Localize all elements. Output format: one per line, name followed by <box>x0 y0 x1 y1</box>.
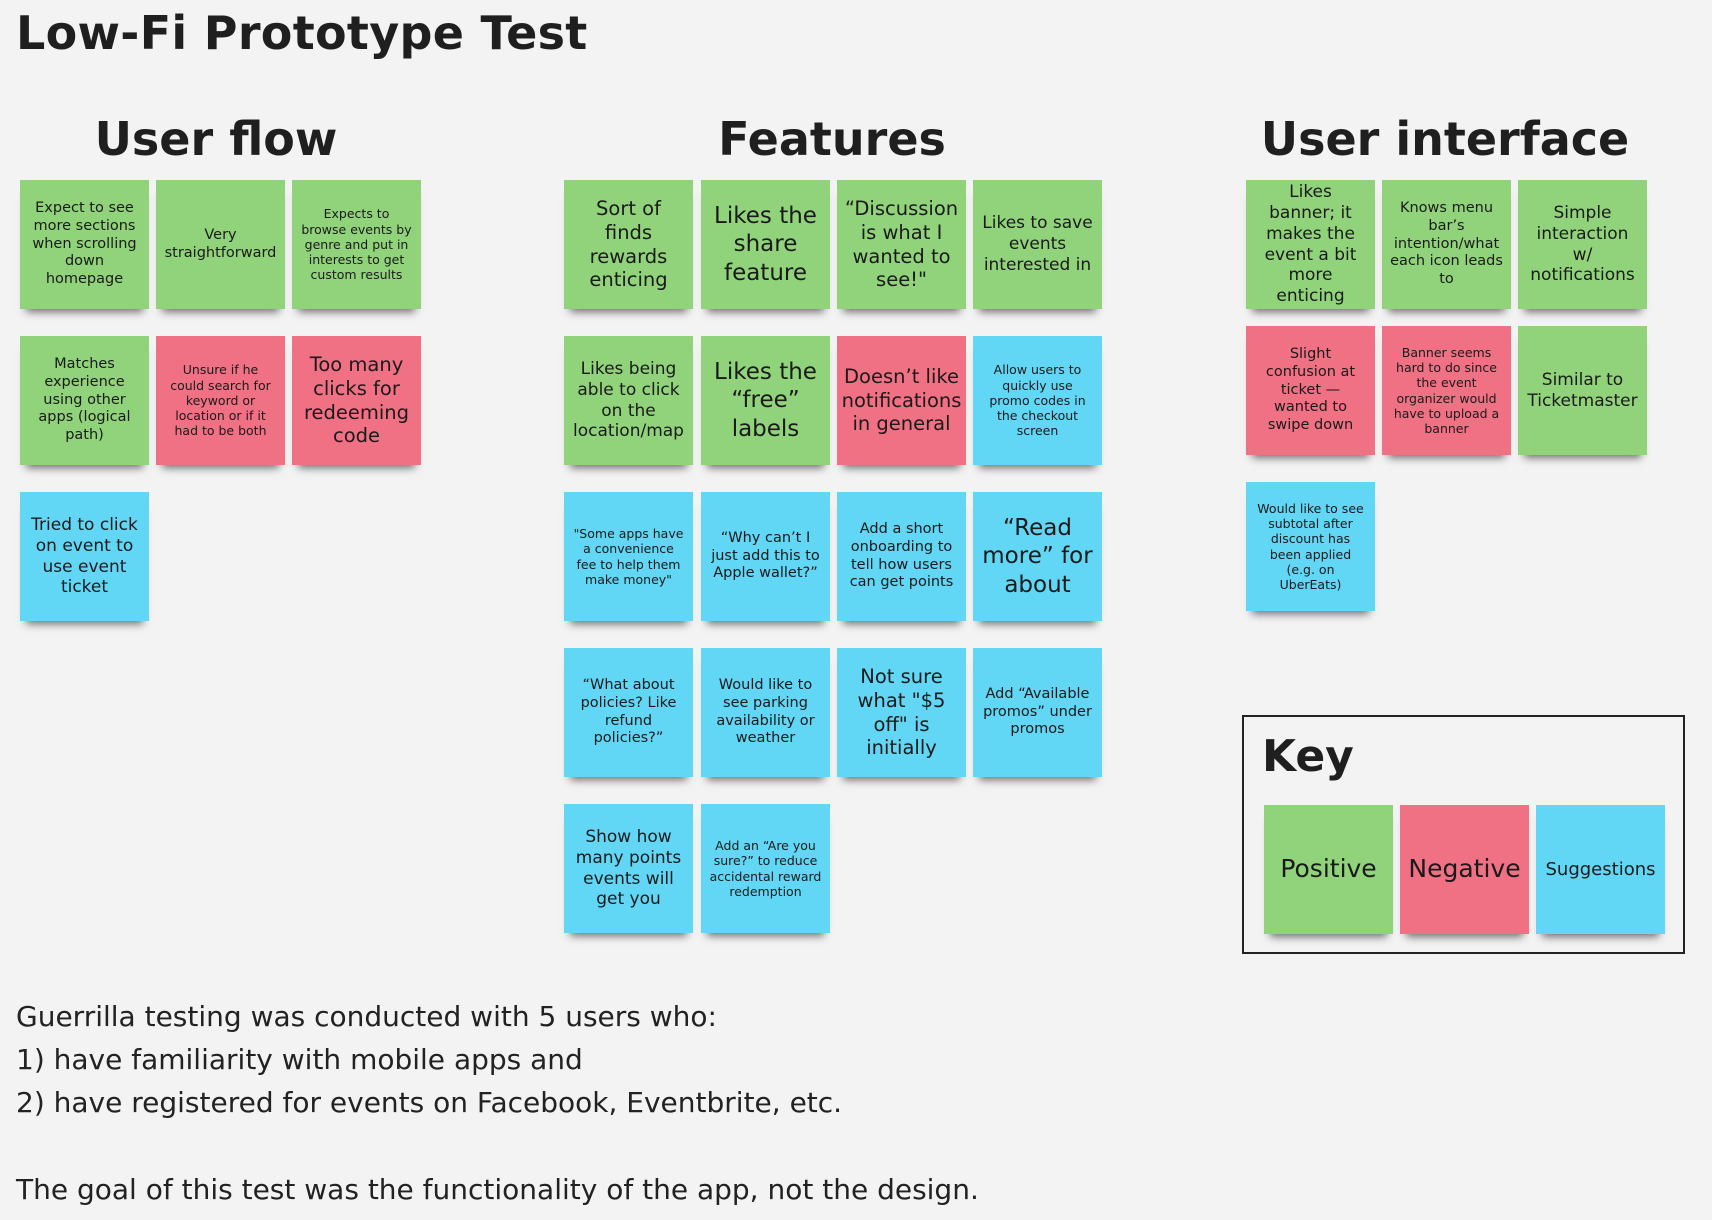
sticky-note[interactable]: Not sure what "$5 off" is initially <box>837 648 966 777</box>
sticky-note[interactable]: "Some apps have a convenience fee to hel… <box>564 492 693 621</box>
sticky-note[interactable]: Would like to see parking availability o… <box>701 648 830 777</box>
sticky-note[interactable]: “What about policies? Like refund polici… <box>564 648 693 777</box>
sticky-note[interactable]: Likes the “free” labels <box>701 336 830 465</box>
sticky-note[interactable]: Add an “Are you sure?” to reduce acciden… <box>701 804 830 933</box>
sticky-note[interactable]: Sort of finds rewards enticing <box>564 180 693 309</box>
sticky-note[interactable]: “Read more” for about <box>973 492 1102 621</box>
key-positive-note: Positive <box>1264 805 1393 934</box>
description-line: The goal of this test was the functional… <box>16 1173 979 1206</box>
sticky-note[interactable]: Banner seems hard to do since the event … <box>1382 326 1511 455</box>
sticky-note[interactable]: Doesn’t like notifications in general <box>837 336 966 465</box>
sticky-note[interactable]: Slight confusion at ticket — wanted to s… <box>1246 326 1375 455</box>
sticky-note[interactable]: Simple interaction w/ notifications <box>1518 180 1647 309</box>
sticky-note[interactable]: Add a short onboarding to tell how users… <box>837 492 966 621</box>
test-description: Guerrilla testing was conducted with 5 u… <box>16 995 979 1211</box>
sticky-note[interactable]: Likes to save events interested in <box>973 180 1102 309</box>
sticky-note[interactable]: Likes being able to click on the locatio… <box>564 336 693 465</box>
sticky-note[interactable]: Tried to click on event to use event tic… <box>20 492 149 621</box>
sticky-note[interactable]: Likes banner; it makes the event a bit m… <box>1246 180 1375 309</box>
sticky-note[interactable]: Likes the share feature <box>701 180 830 309</box>
description-line: Guerrilla testing was conducted with 5 u… <box>16 1000 717 1033</box>
sticky-note[interactable]: Show how many points events will get you <box>564 804 693 933</box>
features-heading: Features <box>718 112 946 166</box>
sticky-note[interactable]: Expects to browse events by genre and pu… <box>292 180 421 309</box>
key-title: Key <box>1262 731 1354 782</box>
sticky-note[interactable]: Unsure if he could search for keyword or… <box>156 336 285 465</box>
description-line: 2) have registered for events on Faceboo… <box>16 1086 843 1119</box>
sticky-note[interactable]: Similar to Ticketmaster <box>1518 326 1647 455</box>
key-negative-note: Negative <box>1400 805 1529 934</box>
sticky-note[interactable]: Very straightforward <box>156 180 285 309</box>
sticky-note[interactable]: Knows menu bar’s intention/what each ico… <box>1382 180 1511 309</box>
sticky-note[interactable]: Too many clicks for redeeming code <box>292 336 421 465</box>
user-interface-heading: User interface <box>1260 112 1630 166</box>
description-line: 1) have familiarity with mobile apps and <box>16 1043 583 1076</box>
sticky-note[interactable]: Allow users to quickly use promo codes i… <box>973 336 1102 465</box>
sticky-note[interactable]: “Discussion is what I wanted to see!" <box>837 180 966 309</box>
sticky-note[interactable]: Expect to see more sections when scrolli… <box>20 180 149 309</box>
key-legend: Key Positive Negative Suggestions <box>1242 715 1685 954</box>
sticky-note[interactable]: Add “Available promos” under promos <box>973 648 1102 777</box>
user-flow-heading: User flow <box>94 112 338 166</box>
sticky-note[interactable]: Would like to see subtotal after discoun… <box>1246 482 1375 611</box>
sticky-note[interactable]: “Why can’t I just add this to Apple wall… <box>701 492 830 621</box>
key-suggestions-note: Suggestions <box>1536 805 1665 934</box>
board-title: Low-Fi Prototype Test <box>16 6 588 60</box>
sticky-note[interactable]: Matches experience using other apps (log… <box>20 336 149 465</box>
